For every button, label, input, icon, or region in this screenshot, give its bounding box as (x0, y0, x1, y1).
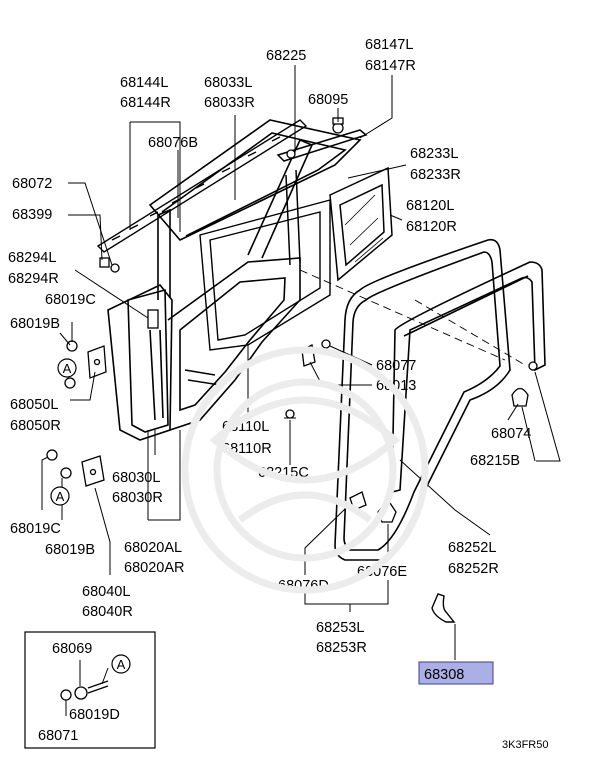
label-68294-l: 68294L (8, 250, 56, 266)
label-68076b: 68076B (148, 135, 198, 151)
highlight-box-68308 (418, 661, 494, 685)
label-68030-l: 68030L (112, 470, 160, 486)
screw-68215b (528, 361, 538, 371)
label-68120-l: 68120L (406, 198, 454, 214)
bumper-68074 (511, 387, 529, 407)
label-68050-r: 68050R (10, 418, 61, 434)
part-labels: 68144L 68144R 68033L 68033R 68225 68147L… (8, 37, 531, 744)
label-68399: 68399 (12, 207, 52, 223)
label-68020a-l: 68020AL (124, 540, 182, 556)
label-68147-r: 68147R (365, 58, 416, 74)
label-68294-r: 68294R (8, 271, 59, 287)
bolt-68019d (87, 680, 109, 694)
leader-lines (41, 65, 561, 716)
label-68225: 68225 (266, 48, 306, 64)
label-68072: 68072 (12, 176, 52, 192)
label-68252-r: 68252R (448, 561, 499, 577)
clip-68225 (286, 149, 296, 159)
door-opening-weatherstrip (334, 238, 546, 561)
bolt-68019c-bot (46, 449, 58, 461)
label-68233-l: 68233L (410, 146, 458, 162)
diagram-code: 3K3FR50 (502, 739, 548, 751)
label-68069: 68069 (52, 641, 92, 657)
callout-a-circle-3 (111, 654, 131, 674)
quarter-glass (329, 166, 393, 282)
label-68253-r: 68253R (316, 640, 367, 656)
label-68033-l: 68033L (204, 75, 252, 91)
bolt-68072 (99, 257, 110, 268)
callout-a-text-1: A (63, 361, 72, 376)
hardware-parts (46, 117, 538, 701)
callout-a-group: A A A (50, 358, 131, 674)
label-68252-l: 68252L (448, 540, 496, 556)
hinge-68050-hole (93, 358, 101, 366)
label-68095: 68095 (308, 92, 348, 108)
label-68074: 68074 (491, 426, 531, 442)
label-68019b-bot: 68019B (45, 542, 95, 558)
label-68020a-r: 68020AR (124, 560, 184, 576)
washer-68069 (74, 686, 88, 700)
label-68033-r: 68033R (204, 95, 255, 111)
callout-a-text-2: A (56, 489, 65, 504)
bracket-68294 (147, 309, 159, 329)
label-68040-l: 68040L (82, 584, 130, 600)
label-68144-l: 68144L (120, 75, 168, 91)
label-68253-l: 68253L (316, 620, 364, 636)
label-68040-r: 68040R (82, 604, 133, 620)
label-68233-r: 68233R (410, 167, 461, 183)
label-68147-l: 68147L (365, 37, 413, 53)
callout-a-circle-1 (57, 358, 77, 378)
label-68019d: 68019D (69, 707, 120, 723)
label-68019c-bot: 68019C (10, 521, 61, 537)
clip-68077 (321, 339, 331, 349)
label-68077: 68077 (376, 358, 416, 374)
label-68030-r: 68030R (112, 490, 163, 506)
label-68120-r: 68120R (406, 219, 457, 235)
bolt-68019b-top (64, 377, 76, 389)
door-inner-panel (107, 257, 301, 441)
label-68308: 68308 (424, 667, 464, 683)
label-68215b: 68215B (470, 453, 520, 469)
screw-68399 (110, 263, 120, 273)
label-68019b-top: 68019B (10, 316, 60, 332)
hinge-68040-hole (89, 468, 97, 476)
seal-68308 (431, 593, 456, 623)
inset-box (24, 631, 156, 749)
alignment-dashline-2 (414, 299, 526, 366)
label-68019c-top: 68019C (45, 292, 96, 308)
bolt-68019b-bot (60, 467, 72, 479)
window-regulator (184, 199, 331, 386)
callout-a-circle-2 (50, 486, 70, 506)
alignment-dashline (299, 269, 506, 361)
label-68144-r: 68144R (120, 95, 171, 111)
label-68071: 68071 (38, 728, 78, 744)
callout-a-text-3: A (117, 657, 126, 672)
label-68050-l: 68050L (10, 397, 58, 413)
watermark-rings (181, 346, 429, 594)
